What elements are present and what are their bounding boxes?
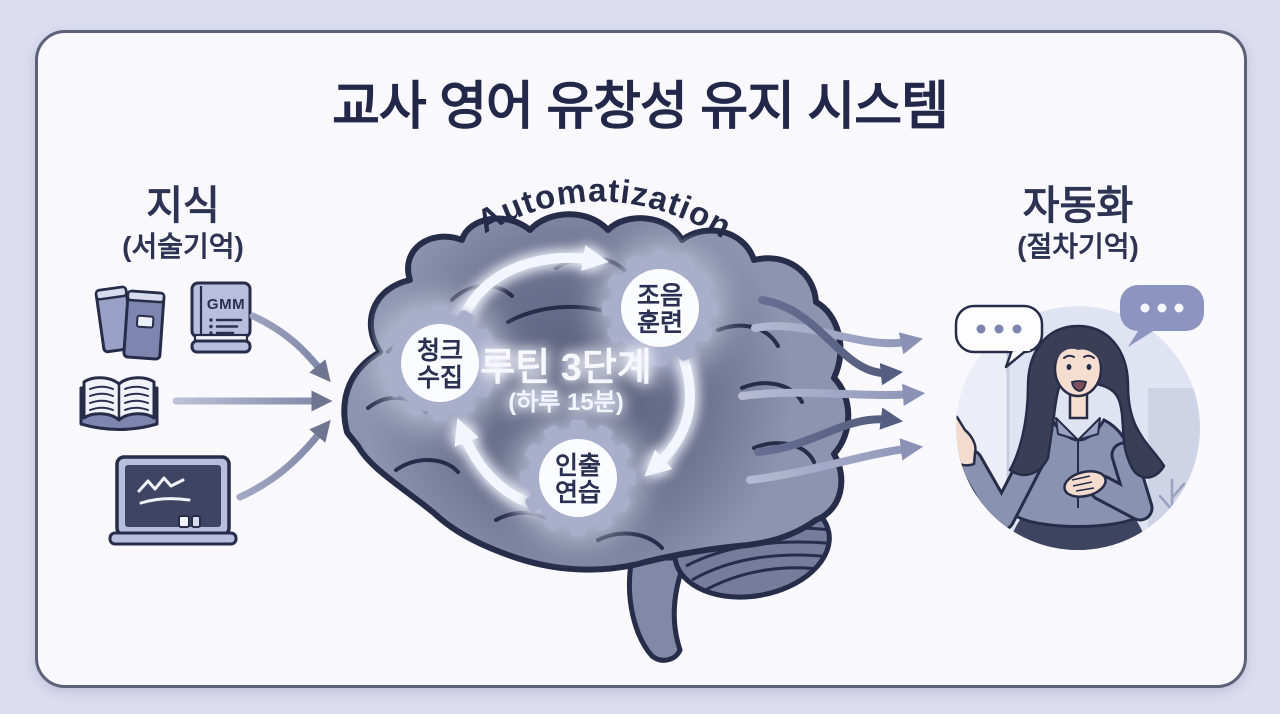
gear-label-line2: 훈련 bbox=[637, 309, 683, 337]
teacher-bent-arm bbox=[1088, 441, 1154, 522]
output-arrow-2 bbox=[758, 296, 904, 386]
gear-articulation-training: 조음 훈련 bbox=[602, 250, 718, 366]
brain-stem bbox=[627, 555, 690, 663]
teacher-hair-back bbox=[1008, 324, 1166, 479]
gear-label-line2: 수집 bbox=[417, 364, 463, 392]
knowledge-heading-sub: (서술기억) bbox=[122, 230, 244, 262]
chalk-scribble bbox=[137, 476, 191, 505]
gear-label-line1: 청크 bbox=[417, 337, 463, 365]
speech-bubble-filled bbox=[1120, 285, 1204, 347]
gmm-book-icon: GMM bbox=[190, 281, 252, 354]
gear-label-line2: 연습 bbox=[555, 479, 601, 507]
teacher-illustration bbox=[954, 285, 1204, 550]
teacher-skirt-lower bbox=[1004, 548, 1152, 550]
routine-core-text: 루틴 3단계 (하루 15분) bbox=[480, 347, 652, 416]
output-arrow-5 bbox=[746, 438, 924, 484]
gmm-book-title: GMM bbox=[207, 296, 245, 313]
cycle-arrow-collect-to-train bbox=[457, 245, 609, 327]
output-arrow-4 bbox=[754, 407, 904, 456]
routine-title: 루틴 3단계 bbox=[480, 347, 652, 389]
input-arrow-top bbox=[249, 312, 331, 383]
gear-label-line1: 인출 bbox=[555, 452, 601, 480]
teacher-open-hand bbox=[956, 414, 977, 467]
output-arrows bbox=[738, 296, 926, 484]
gmm-book-list-lines bbox=[209, 318, 243, 335]
cycle-arrow-train-to-practice bbox=[644, 355, 695, 477]
open-book-text-lines bbox=[89, 385, 149, 411]
automation-heading-sub: (절차기억) bbox=[1017, 230, 1139, 262]
automation-heading: 자동화 (절차기억) bbox=[983, 184, 1173, 262]
blackboard-icon bbox=[108, 455, 238, 546]
automation-heading-main: 자동화 bbox=[1022, 184, 1134, 228]
knowledge-heading-main: 지식 bbox=[146, 184, 220, 228]
gear-retrieval-practice: 인출 연습 bbox=[520, 420, 636, 536]
stacked-books-icon bbox=[94, 285, 166, 361]
teacher-face-features bbox=[1063, 354, 1095, 392]
open-book-icon bbox=[79, 376, 159, 431]
brain-illustration: 청크 수집 조음 훈련 인출 연습 루틴 3단계 (하루 15분) bbox=[341, 211, 852, 663]
input-arrow-bottom bbox=[236, 419, 331, 501]
ellipsis-dots bbox=[976, 324, 1022, 334]
teacher-chest-hand bbox=[1063, 470, 1107, 498]
knowledge-heading: 지식 (서술기억) bbox=[88, 184, 278, 262]
gear-label-line1: 조음 bbox=[637, 282, 683, 310]
speech-bubble-outline bbox=[954, 304, 1044, 369]
teacher-hair-fringe bbox=[1055, 334, 1104, 366]
output-arrow-3 bbox=[738, 383, 926, 407]
gear-chunk-collection: 청크 수집 bbox=[382, 305, 498, 421]
teacher-collar bbox=[1055, 417, 1101, 441]
page-title: 교사 영어 유창성 유지 시스템 bbox=[332, 78, 949, 136]
routine-subtitle: (하루 15분) bbox=[508, 389, 624, 416]
ellipsis-dots bbox=[1140, 303, 1184, 313]
knowledge-input-arrows bbox=[172, 312, 333, 501]
output-arrow-1 bbox=[751, 322, 923, 355]
